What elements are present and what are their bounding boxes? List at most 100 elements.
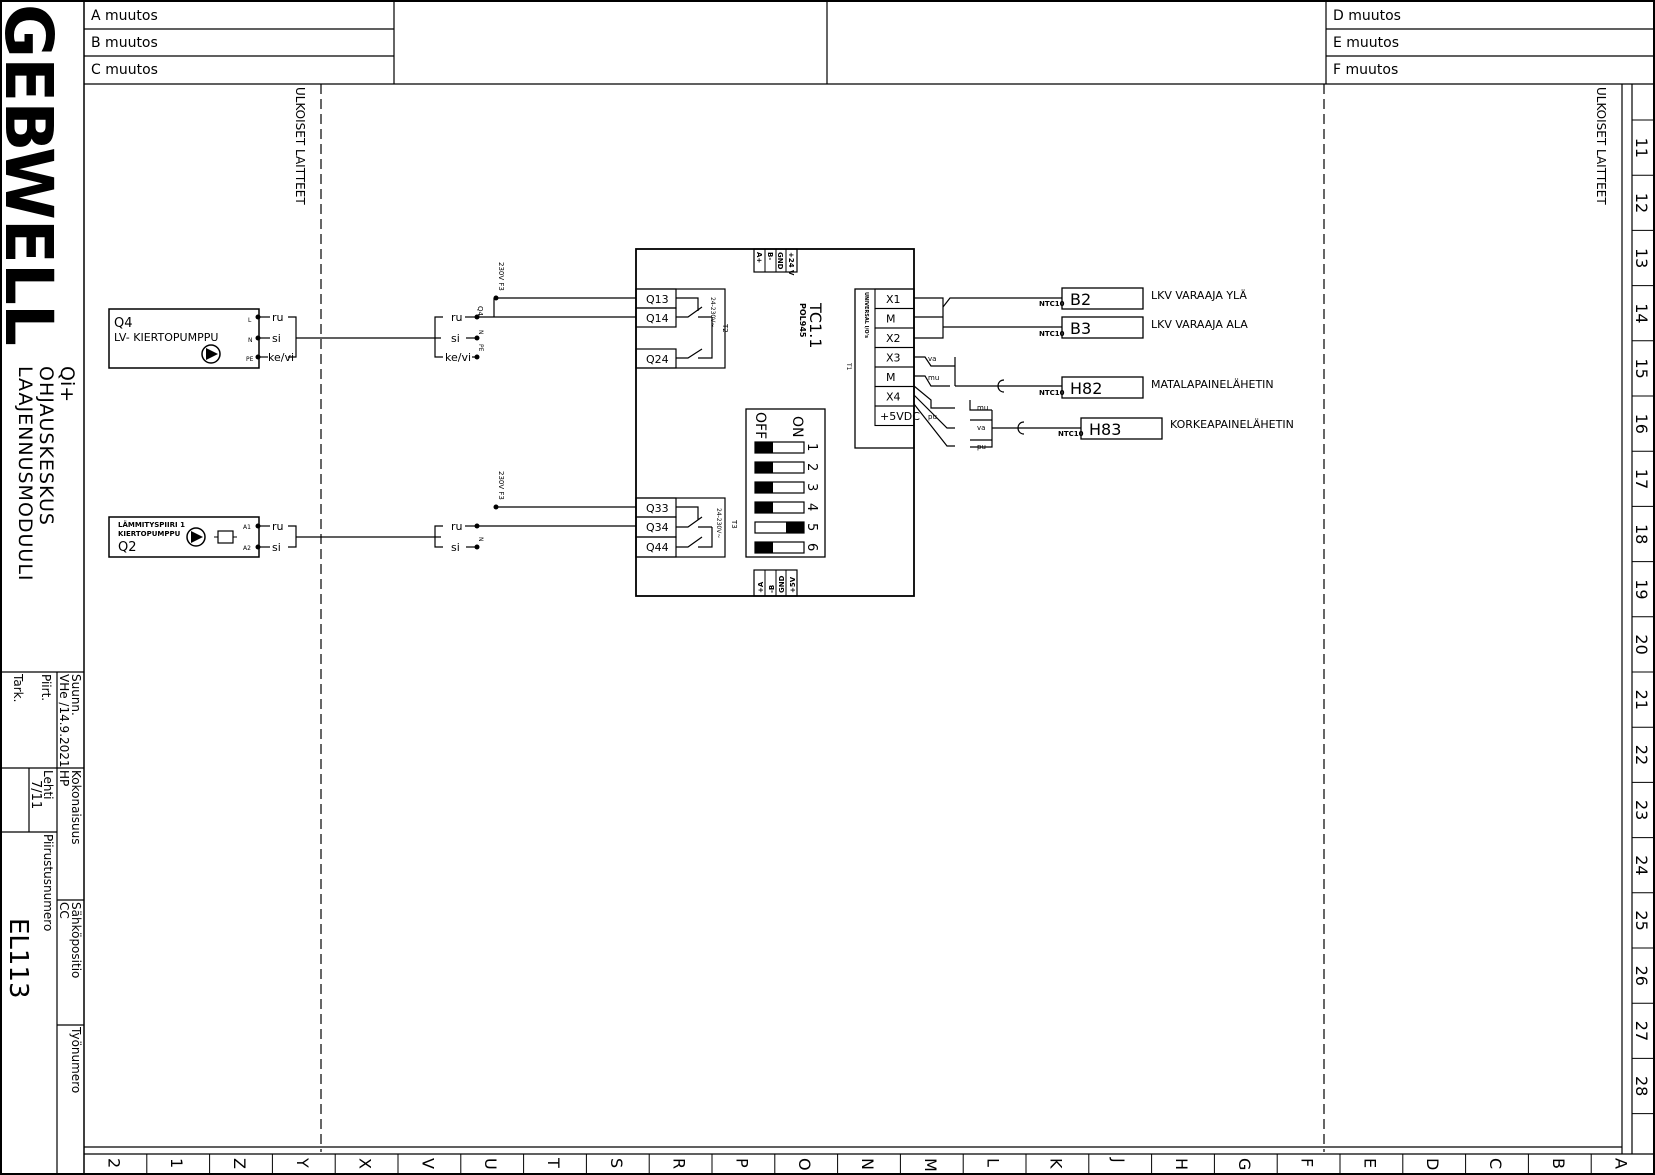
cable-q4-ke-vi: ke/vi	[445, 351, 471, 364]
terminal-ru: ru	[272, 520, 284, 533]
sensor-h82-id: H82	[1070, 379, 1102, 398]
column-letter-L: L	[984, 1158, 1003, 1167]
cable-q2-pin-n: N	[477, 537, 484, 542]
sensor-b3-type: NTC10	[1039, 330, 1065, 338]
transmitter-wire-labels: va mu pu mu va pu	[928, 355, 988, 451]
terminal-ke-vi: ke/vi	[268, 351, 294, 364]
dip-switch-1-lever	[755, 442, 773, 453]
relay-q13: Q13	[646, 293, 669, 306]
change-d-label: D muutos	[1333, 8, 1401, 24]
change-c-label: C muutos	[91, 62, 158, 78]
designer-date: VHe /14.9.2021	[57, 674, 71, 768]
column-letter-X: X	[356, 1158, 375, 1169]
sheet-label: Lehti	[41, 770, 55, 800]
uio-terminal-5vdc: +5VDC	[880, 410, 920, 423]
row-number-22: 22	[1632, 745, 1651, 765]
column-letter-F: F	[1298, 1158, 1317, 1167]
column-letter-E: E	[1360, 1158, 1379, 1168]
change-b-label: B muutos	[91, 35, 158, 51]
pump-q2-line2: KIERTOPUMPPU	[118, 530, 181, 538]
bus-bottom-a: +A	[757, 581, 765, 593]
column-letter-Y: Y	[293, 1157, 312, 1168]
change-f-label: F muutos	[1333, 62, 1398, 78]
relay-voltage-t3: 24-230V~	[715, 508, 722, 538]
relay-group-t2: Q13 Q14 Q24 24-230V~ T2	[635, 288, 729, 369]
row-number-21: 21	[1632, 690, 1651, 710]
bus-bottom-gnd: GND	[778, 575, 786, 593]
designed-label: Suunn.	[69, 674, 83, 716]
dip-switch-4-lever	[755, 502, 773, 513]
dip-switch-3-lever	[755, 482, 773, 493]
wire-va-h82: va	[928, 355, 936, 363]
column-letter-J: J	[1109, 1157, 1128, 1163]
uio-terminal-x3: X3	[886, 352, 901, 365]
column-letter-B: B	[1549, 1158, 1568, 1169]
pump-q4-id: Q4	[114, 316, 133, 331]
assembly-value: HP	[57, 770, 71, 786]
row-number-25: 25	[1632, 910, 1651, 930]
relay-q14: Q14	[646, 312, 669, 325]
pump-icon	[186, 527, 206, 547]
supply-node-top	[493, 295, 499, 301]
pump-q2-id: Q2	[118, 540, 137, 555]
sensor-b2-id: B2	[1070, 290, 1091, 309]
cable-q4-pin-pe: PE	[477, 344, 484, 352]
external-devices-label-left: ULKOISET LAITTEET	[293, 87, 307, 205]
bus-a-plus: A+	[755, 252, 763, 263]
universal-group-label: T1	[845, 362, 852, 371]
cable-q2-si: si	[451, 541, 460, 554]
cable-q2-terminals: ru si N	[434, 520, 484, 554]
column-letter-ticks	[146, 1154, 1592, 1174]
bus-b-minus: B-	[766, 252, 774, 260]
dip-switch-5-number: 5	[804, 523, 819, 531]
wire-va-h83: va	[977, 424, 985, 432]
dip-on-label: ON	[789, 416, 805, 438]
bus-terminals-bottom: +A -B GND +5V	[753, 569, 798, 597]
row-number-17: 17	[1632, 469, 1651, 489]
pump-q2-line1: LÄMMITYSPIIRI 1	[118, 520, 185, 529]
dip-switch-6-lever	[755, 542, 773, 553]
column-letter-S: S	[607, 1158, 626, 1168]
uio-terminal-cell	[874, 405, 915, 427]
terminal-ru: ru	[272, 311, 284, 324]
bus-bottom-b: -B	[768, 585, 776, 593]
column-letter-P: P	[732, 1158, 751, 1168]
row-number-24: 24	[1632, 855, 1651, 875]
drawing-number: EL113	[3, 918, 33, 999]
sensor-b2-description: LKV VARAAJA YLÄ	[1151, 289, 1247, 302]
column-letter-R: R	[670, 1158, 689, 1169]
column-letter-N: N	[858, 1158, 877, 1170]
column-letter-2: 2	[104, 1158, 123, 1168]
row-number-15: 15	[1632, 358, 1651, 378]
column-letter-K: K	[1046, 1158, 1065, 1169]
uio-terminal-x2: X2	[886, 332, 901, 345]
relay-q44: Q44	[646, 541, 669, 554]
cable-q4-ru: ru	[451, 311, 463, 324]
sheet-value: 7/11	[28, 780, 43, 809]
electrical-position-label: Sähköpositio	[69, 902, 83, 978]
sensor-h82-description: MATALAPAINELÄHETIN	[1151, 378, 1274, 391]
pump-q2: LÄMMITYSPIIRI 1 KIERTOPUMPPU Q2 A1 A2 ru…	[108, 516, 297, 558]
gebwell-logo: GEBWELL	[0, 4, 67, 345]
dip-switch-1-number: 1	[804, 443, 819, 451]
dip-switch-5-lever	[786, 522, 804, 533]
grid-frame	[84, 84, 1654, 1155]
product-name: Qi+	[56, 366, 78, 402]
column-letter-1: 1	[167, 1158, 186, 1168]
cable-q2-ru: ru	[451, 520, 463, 533]
uio-terminal-m: M	[886, 313, 896, 326]
row-number-11: 11	[1632, 138, 1651, 158]
dip-off-label: OFF	[752, 412, 768, 439]
pump-icon	[201, 344, 221, 364]
relay-voltage-t2: 24-230V~	[709, 297, 716, 327]
work-number-label: Työnumero	[69, 1026, 83, 1093]
row-number-19: 19	[1632, 579, 1651, 599]
terminal-si: si	[272, 332, 281, 345]
row-number-16: 16	[1632, 414, 1651, 434]
pin-l: L	[248, 317, 252, 324]
column-letter-T: T	[544, 1157, 563, 1168]
